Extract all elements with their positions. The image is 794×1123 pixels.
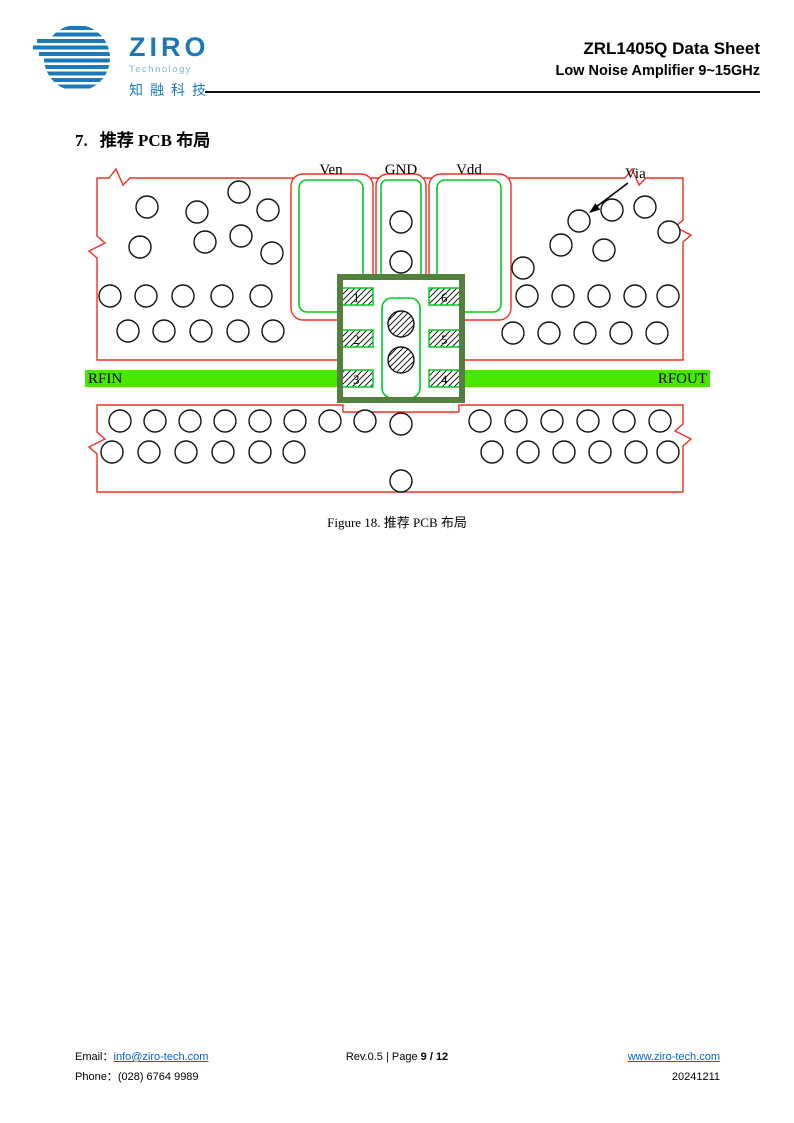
section-title: 推荐 PCB 布局 bbox=[99, 131, 211, 150]
ven-label: Ven bbox=[319, 162, 343, 178]
via-label: Via bbox=[625, 166, 646, 182]
email-label: Email： bbox=[75, 1051, 114, 1063]
pin-number-4: 4 bbox=[441, 372, 448, 387]
figure-caption: Figure 18. 推荐 PCB 布局 bbox=[327, 515, 467, 530]
email-line: Email：info@ziro-tech.com bbox=[75, 1047, 208, 1067]
rfout-label: RFOUT bbox=[658, 371, 707, 387]
rfout-trace bbox=[461, 370, 710, 387]
footer-date: 20241211 bbox=[671, 1071, 720, 1083]
doc-subtitle: Low Noise Amplifier 9~15GHz bbox=[555, 62, 760, 79]
doc-title: ZRL1405Q Data Sheet bbox=[583, 39, 760, 58]
logo-subtitle: Technology bbox=[129, 64, 193, 75]
footer-site: www.ziro-tech.com 20241211 bbox=[628, 1047, 720, 1087]
phone-line: Phone：(028) 6764 9989 bbox=[75, 1067, 208, 1087]
pin-number-5: 5 bbox=[441, 332, 448, 347]
gnd-label: GND bbox=[385, 162, 418, 178]
email-link[interactable]: info@ziro-tech.com bbox=[113, 1051, 209, 1063]
section-number: 7. bbox=[75, 131, 88, 150]
pin-number-6: 6 bbox=[441, 290, 448, 305]
ziro-logo-icon bbox=[33, 26, 110, 89]
footer-contact: Email：info@ziro-tech.com Phone：(028) 676… bbox=[75, 1047, 208, 1087]
logo-chinese-name: 知融科技 bbox=[129, 82, 213, 98]
rfin-label: RFIN bbox=[88, 371, 122, 387]
via-holes-top-right bbox=[501, 195, 681, 345]
pin-number-1: 1 bbox=[353, 290, 360, 305]
logo: ZIRO Technology 知融科技 bbox=[33, 20, 213, 100]
page-number: 9 / 12 bbox=[420, 1051, 449, 1063]
header-titles: ZRL1405Q Data Sheet Low Noise Amplifier … bbox=[555, 38, 760, 83]
separator: | bbox=[385, 1051, 389, 1063]
via-arrow bbox=[589, 182, 629, 213]
pcb-layout-figure: 1 2 3 6 5 4 Ven GND Vdd Via RFIN RFOUT bbox=[85, 162, 710, 493]
via-holes-bottom bbox=[100, 409, 680, 493]
vdd-label: Vdd bbox=[456, 162, 482, 178]
rfin-trace bbox=[85, 370, 341, 387]
phone-number: (028) 6764 9989 bbox=[117, 1071, 199, 1083]
phone-label: Phone： bbox=[75, 1071, 118, 1083]
logo-name: ZIRO bbox=[129, 32, 210, 62]
header-rule bbox=[205, 91, 760, 93]
via-holes-gnd-strip bbox=[389, 210, 413, 274]
via-example-hole bbox=[567, 209, 591, 233]
page-label: Page bbox=[391, 1051, 418, 1063]
rev-label: Rev.0.5 bbox=[345, 1051, 383, 1063]
thermal-via-2 bbox=[387, 346, 415, 374]
chip-outline bbox=[337, 274, 465, 403]
thermal-via-1 bbox=[387, 310, 415, 338]
website-link[interactable]: www.ziro-tech.com bbox=[627, 1051, 720, 1063]
pin-number-2: 2 bbox=[353, 332, 360, 347]
pin-number-3: 3 bbox=[353, 372, 360, 387]
bottom-copper-pour bbox=[87, 404, 693, 493]
section-heading: 7. 推荐 PCB 布局 bbox=[75, 126, 210, 151]
via-holes-top-left bbox=[98, 180, 285, 343]
footer-revision: Rev.0.5 | Page 9 / 12 bbox=[0, 1047, 794, 1067]
